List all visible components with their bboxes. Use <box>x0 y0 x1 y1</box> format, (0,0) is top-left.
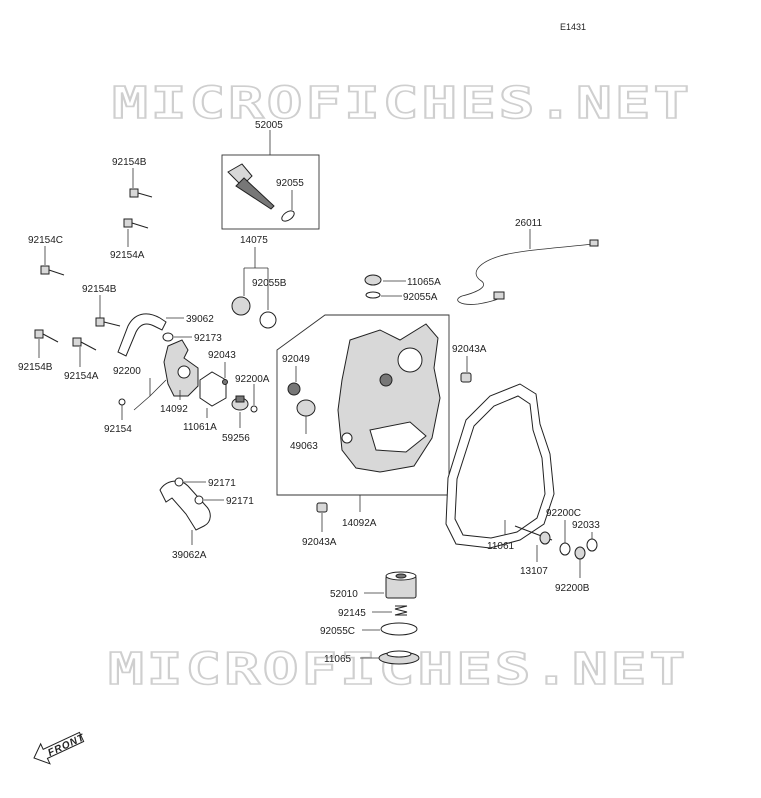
front-label: FRONT <box>46 732 86 759</box>
label-92154A-top: 92154A <box>110 250 145 261</box>
label-92055C: 92055C <box>320 626 355 637</box>
front-direction-arrow: FRONT <box>33 731 87 765</box>
label-59256: 59256 <box>222 433 250 444</box>
label-92043: 92043 <box>208 350 236 361</box>
label-26011: 26011 <box>515 218 543 229</box>
label-39062A: 39062A <box>172 550 207 561</box>
o-ring-icon <box>281 210 295 222</box>
label-92171-b: 92171 <box>226 496 254 507</box>
watermark-top: MICROFICHES.NET <box>112 78 692 129</box>
clamp-icon <box>194 495 204 505</box>
hose-icon <box>159 480 211 531</box>
oil-seal-icon <box>296 399 316 417</box>
spring-icon <box>394 605 408 616</box>
bolt-icon <box>123 218 149 229</box>
label-92200B: 92200B <box>555 583 590 594</box>
label-92154B-low: 92154B <box>18 362 53 373</box>
label-92043A-top: 92043A <box>452 344 487 355</box>
label-11065A: 11065A <box>407 277 441 288</box>
hose-icon <box>117 313 167 357</box>
label-92200: 92200 <box>113 366 141 377</box>
oil-filter-icon <box>385 571 417 599</box>
bolt-icon <box>40 265 65 276</box>
label-92154C: 92154C <box>28 235 63 246</box>
nut-icon <box>586 538 598 552</box>
bolt-icon <box>95 317 121 327</box>
bolt-icon <box>72 337 97 351</box>
label-92173: 92173 <box>194 333 222 344</box>
washer-icon <box>559 542 571 556</box>
oil-seal-icon <box>287 382 301 396</box>
washer-icon <box>118 398 126 406</box>
water-pump-cover-icon <box>163 339 199 397</box>
dipstick-group <box>221 130 320 230</box>
dowel-pin-icon <box>460 372 472 383</box>
label-49063: 49063 <box>290 441 318 452</box>
crankcase-cover-group: 92049 49063 <box>276 314 450 496</box>
o-ring-icon <box>365 291 381 299</box>
label-11061: 11061 <box>487 541 515 552</box>
crankcase-cover-icon <box>337 323 441 473</box>
reference-code: E1431 <box>560 22 586 32</box>
label-92043A-low: 92043A <box>302 537 337 548</box>
dowel-pin-icon <box>316 502 328 513</box>
washer-icon <box>250 405 258 413</box>
o-ring-icon <box>259 311 277 329</box>
label-92200A: 92200A <box>235 374 270 385</box>
dowel-pin-icon <box>222 379 228 385</box>
label-92055B: 92055B <box>252 278 287 289</box>
label-13107: 13107 <box>520 566 548 577</box>
label-92055A: 92055A <box>403 292 438 303</box>
bolt-icon <box>34 329 59 343</box>
label-39062: 39062 <box>186 314 214 325</box>
label-92145: 92145 <box>338 608 366 619</box>
label-52005: 52005 <box>255 120 283 131</box>
label-92154: 92154 <box>104 424 132 435</box>
label-52010: 52010 <box>330 589 358 600</box>
gasket-icon <box>199 371 227 407</box>
label-14092: 14092 <box>160 404 188 415</box>
label-11065: 11065 <box>324 654 352 665</box>
dipstick-icon <box>227 163 275 210</box>
label-92033: 92033 <box>572 520 600 531</box>
bolt-icon <box>129 188 153 198</box>
washer-icon <box>574 546 586 560</box>
label-92049: 92049 <box>282 354 310 365</box>
label-11061A: 11061A <box>183 422 217 433</box>
label-92154B-mid: 92154B <box>82 284 117 295</box>
label-92200C: 92200C <box>546 508 581 519</box>
label-92171-a: 92171 <box>208 478 236 489</box>
filler-plug-icon <box>364 274 382 286</box>
label-14075: 14075 <box>240 235 268 246</box>
shaft-icon <box>514 525 553 545</box>
wire-harness-icon <box>457 243 593 305</box>
clamp-icon <box>174 477 184 487</box>
o-ring-icon <box>380 622 418 636</box>
label-92154A-low: 92154A <box>64 371 99 382</box>
label-14092A: 14092A <box>342 518 377 529</box>
clamp-icon <box>162 332 174 342</box>
plug-cap-icon <box>231 296 251 316</box>
label-92154B-top: 92154B <box>112 157 147 168</box>
label-92055: 92055 <box>276 178 304 189</box>
impeller-icon <box>231 395 249 411</box>
